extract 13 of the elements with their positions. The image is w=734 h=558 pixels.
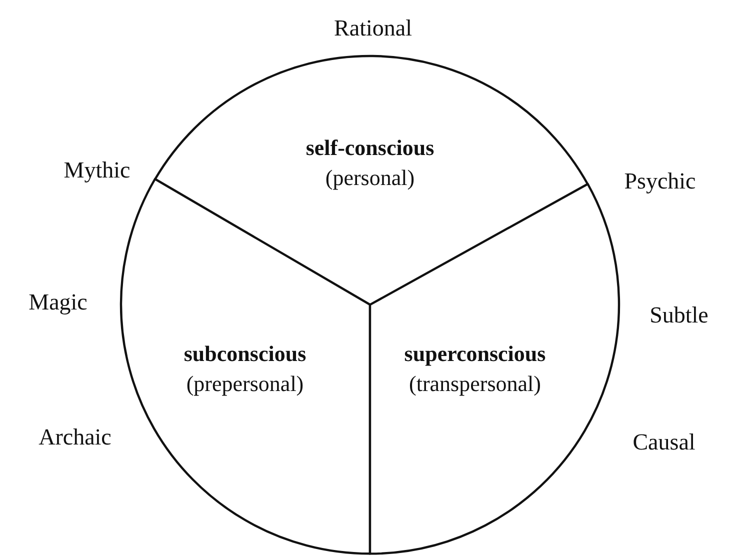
sector-subtitle: (personal) bbox=[325, 166, 415, 189]
level-label: Rational bbox=[334, 16, 412, 40]
sector-subtitle: (transpersonal) bbox=[409, 372, 541, 395]
level-label: Subtle bbox=[650, 304, 708, 326]
level-label: Archaic bbox=[38, 426, 112, 448]
sector-subtitle: (prepersonal) bbox=[186, 372, 304, 395]
level-label: Mythic bbox=[64, 158, 130, 182]
sector-title: superconscious bbox=[404, 342, 546, 365]
level-label: Causal bbox=[632, 430, 696, 454]
sector-title: self-conscious bbox=[306, 136, 434, 159]
level-label: Psychic bbox=[624, 170, 696, 192]
level-label: Magic bbox=[28, 290, 88, 314]
sector-title: subconscious bbox=[184, 342, 306, 365]
